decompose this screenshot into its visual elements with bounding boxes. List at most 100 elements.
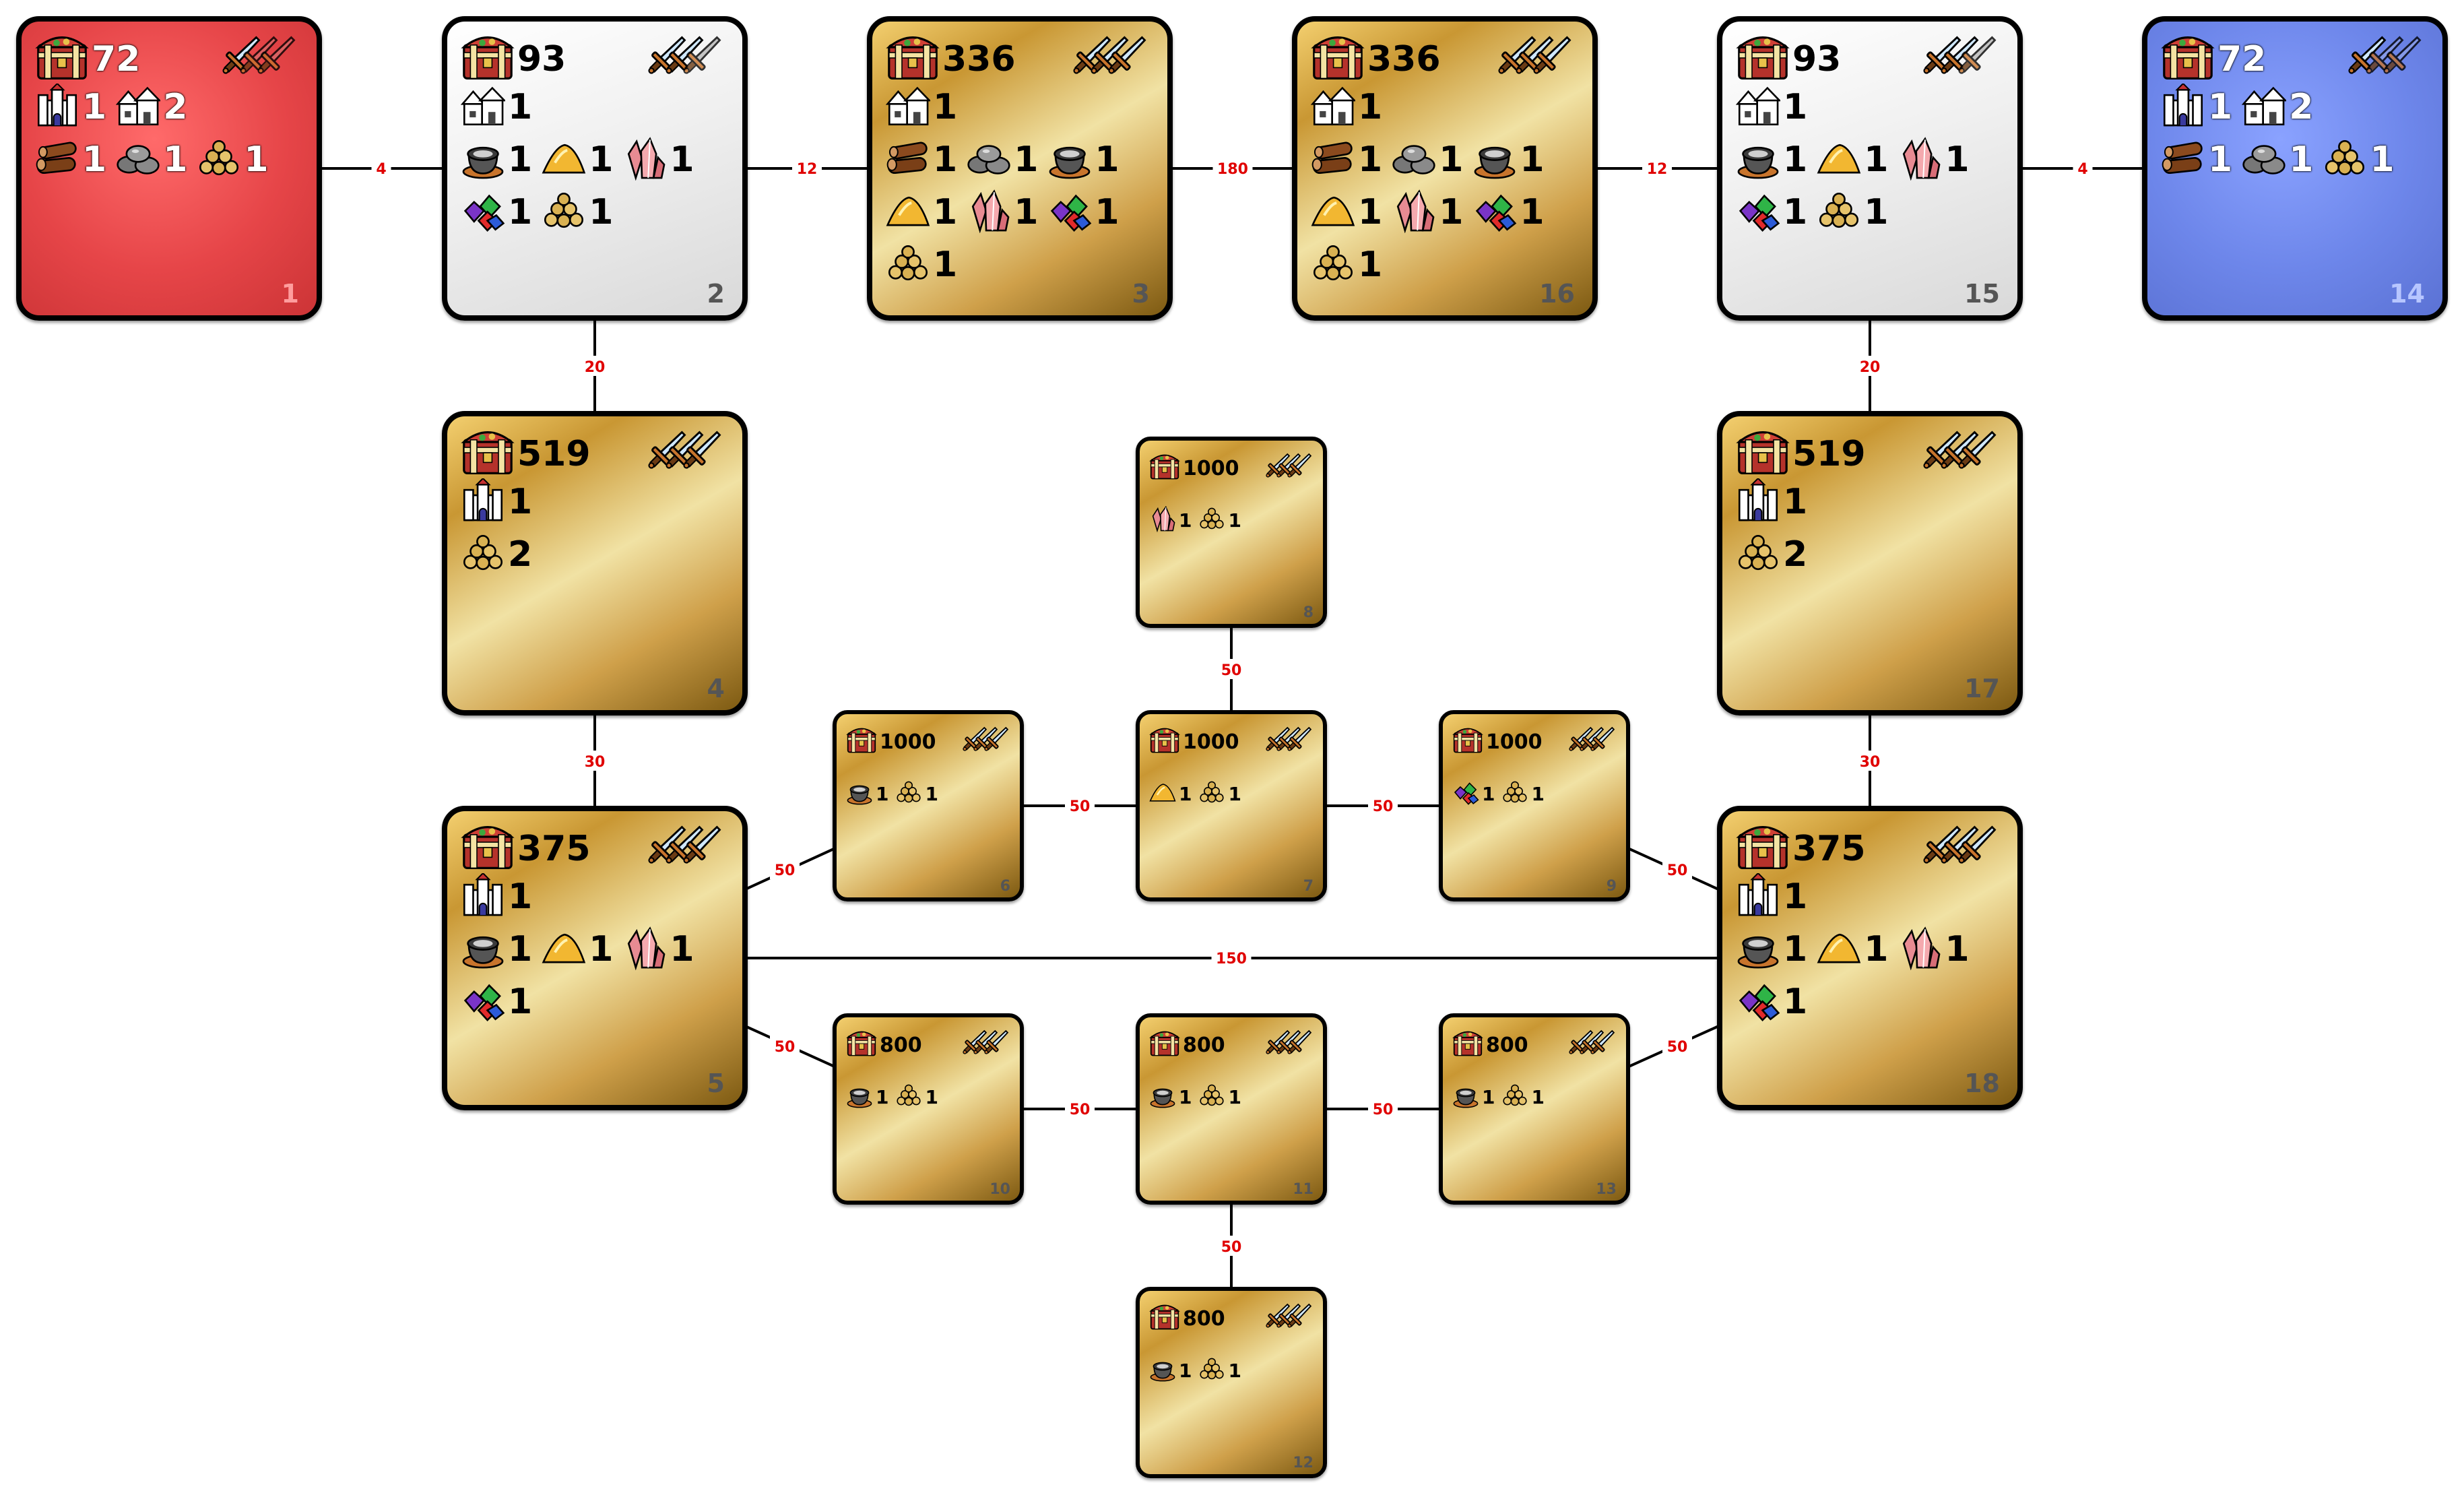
mercury-icon bbox=[1149, 1356, 1176, 1385]
zone-5[interactable]: 375 1 bbox=[442, 806, 748, 1110]
monster-strength-indicator bbox=[643, 821, 726, 869]
sword-icon bbox=[1085, 31, 1134, 80]
treasure-icon bbox=[461, 426, 515, 482]
resource-row: 1 2 bbox=[2161, 82, 2313, 131]
treasure-icon bbox=[1149, 725, 1180, 759]
zone-12[interactable]: 800 1 bbox=[1136, 1287, 1327, 1478]
zone-14[interactable]: 72 1 bbox=[2142, 16, 2448, 321]
resource-count: 1 bbox=[163, 139, 188, 180]
monster-strength-indicator bbox=[1262, 1027, 1315, 1058]
treasure-icon bbox=[2161, 31, 2215, 88]
sword-icon bbox=[1935, 821, 1984, 869]
sulfur-icon bbox=[542, 926, 586, 973]
sword-icon bbox=[660, 821, 709, 869]
resource-count: 1 bbox=[1783, 482, 1808, 522]
zone-18[interactable]: 375 1 bbox=[1717, 806, 2023, 1110]
zone-4[interactable]: 519 1 bbox=[442, 411, 748, 716]
crystal-icon bbox=[1392, 189, 1436, 236]
resource-row: 1 bbox=[461, 477, 532, 526]
zone-13[interactable]: 800 1 bbox=[1439, 1013, 1630, 1205]
sword-icon bbox=[1262, 724, 1293, 755]
zone-number: 14 bbox=[2389, 279, 2425, 309]
resource-count: 1 bbox=[670, 929, 694, 970]
treasure-value: 800 bbox=[1486, 1033, 1528, 1057]
connection-value-label: 4 bbox=[376, 161, 386, 178]
resource-count: 1 bbox=[589, 139, 614, 180]
resource-count: 1 bbox=[1482, 782, 1495, 805]
connection-value-label: 12 bbox=[1647, 161, 1668, 178]
mercury-icon bbox=[1736, 926, 1780, 973]
connection-value-label: 50 bbox=[1373, 798, 1394, 815]
treasure-row: 93 bbox=[1736, 31, 1841, 88]
treasure-icon bbox=[461, 31, 515, 88]
castle-icon bbox=[35, 82, 79, 131]
mercury-icon bbox=[1452, 1082, 1479, 1112]
resource-count: 1 bbox=[508, 87, 533, 127]
resource-count: 1 bbox=[244, 139, 269, 180]
mercury-icon bbox=[1149, 1082, 1176, 1112]
castle-icon bbox=[2161, 82, 2205, 131]
zone-number: 16 bbox=[1539, 279, 1575, 309]
resource-count: 1 bbox=[2370, 139, 2395, 180]
mercury-icon bbox=[1472, 136, 1517, 183]
resource-count: 1 bbox=[1783, 139, 1808, 180]
sword-icon bbox=[2343, 31, 2391, 80]
resource-count: 1 bbox=[1228, 509, 1241, 532]
resource-count: 1 bbox=[2208, 139, 2233, 180]
zone-8[interactable]: 1000 1 bbox=[1136, 437, 1327, 628]
monster-strength-indicator bbox=[643, 426, 726, 474]
resource-count: 1 bbox=[1945, 929, 1970, 970]
connection-value-label: 50 bbox=[775, 862, 796, 879]
connection-value-label: 20 bbox=[1860, 359, 1881, 376]
connection-label-bg bbox=[371, 158, 391, 178]
zone-10[interactable]: 800 1 bbox=[833, 1013, 1024, 1205]
gold-pile-icon bbox=[1198, 779, 1225, 808]
zone-9[interactable]: 1000 1 bbox=[1439, 710, 1630, 901]
zone-7[interactable]: 1000 1 bbox=[1136, 710, 1327, 901]
zone-11[interactable]: 800 1 bbox=[1136, 1013, 1327, 1205]
connection-label-bg bbox=[1855, 356, 1885, 376]
gems-icon bbox=[1736, 978, 1780, 1025]
castle-icon bbox=[1736, 477, 1780, 526]
treasure-icon bbox=[886, 31, 940, 88]
connection-value-label: 50 bbox=[1221, 1239, 1242, 1256]
resource-count: 1 bbox=[2289, 139, 2314, 180]
resource-count: 1 bbox=[1783, 982, 1808, 1022]
town-icon bbox=[2241, 84, 2288, 131]
zone-17[interactable]: 519 1 bbox=[1717, 411, 2023, 716]
zone-1[interactable]: 72 1 bbox=[16, 16, 322, 321]
gems-icon bbox=[461, 189, 505, 236]
zone-6[interactable]: 1000 1 bbox=[833, 710, 1024, 901]
sword-icon bbox=[1262, 1027, 1293, 1058]
connection-label-bg bbox=[580, 356, 610, 376]
sword-icon bbox=[1262, 1300, 1293, 1331]
resource-count: 1 bbox=[1179, 1359, 1192, 1382]
treasure-value: 800 bbox=[1183, 1306, 1225, 1331]
crystal-icon bbox=[1898, 926, 1942, 973]
treasure-row: 93 bbox=[461, 31, 566, 88]
treasure-value: 93 bbox=[1792, 39, 1842, 80]
sword-icon bbox=[1510, 31, 1559, 80]
treasure-value: 72 bbox=[92, 39, 141, 80]
connection-value-label: 50 bbox=[1373, 1102, 1394, 1118]
treasure-row: 800 bbox=[1452, 1028, 1528, 1062]
sword-icon bbox=[1918, 31, 1966, 80]
connection-value-label: 50 bbox=[775, 1039, 796, 1056]
resource-row: 1 1 1 bbox=[1311, 136, 1545, 183]
zone-16[interactable]: 336 1 bbox=[1292, 16, 1598, 321]
sword-icon bbox=[970, 1027, 1001, 1058]
zone-3[interactable]: 336 1 bbox=[867, 16, 1173, 321]
treasure-row: 72 bbox=[35, 31, 140, 88]
zone-number: 5 bbox=[707, 1069, 725, 1098]
zone-15[interactable]: 93 1 bbox=[1717, 16, 2023, 321]
zone-2[interactable]: 93 1 bbox=[442, 16, 748, 321]
connection-label-bg bbox=[792, 158, 822, 178]
zone-number: 10 bbox=[990, 1181, 1010, 1198]
resource-row: 1 1 1 bbox=[2161, 136, 2395, 183]
resource-count: 1 bbox=[1228, 782, 1241, 805]
connection-label-bg bbox=[1217, 1236, 1246, 1256]
resource-count: 1 bbox=[508, 982, 533, 1022]
connection-value-label: 50 bbox=[1070, 798, 1091, 815]
mercury-icon bbox=[1736, 136, 1780, 183]
connection-value-label: 12 bbox=[797, 161, 818, 178]
